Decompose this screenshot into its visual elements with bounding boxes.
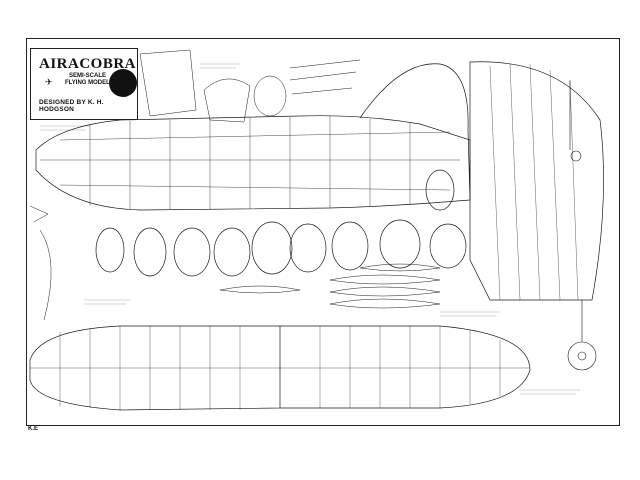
propeller-detail (29, 205, 52, 321)
black-roundel-icon (109, 69, 137, 97)
designer-credit: DESIGNED BY K. H. HODGSON (39, 99, 104, 113)
tailplane-ribs (489, 63, 579, 301)
former-templates (95, 169, 467, 277)
tailplane-plan (469, 61, 604, 301)
aircraft-silhouette-icon: ✈ (45, 77, 53, 87)
wing-plan-right (280, 325, 531, 409)
sheet-corner-tag: K.E (28, 426, 39, 432)
wing-ribs (30, 326, 530, 410)
plan-subtitle-scale: SEMI-SCALE (69, 73, 107, 79)
fuselage-formers (89, 116, 411, 209)
annotation-lines (40, 63, 580, 395)
plan-title: AIRACOBRA (39, 56, 137, 72)
fuselage-side-view (35, 115, 471, 211)
title-block: AIRACOBRA SEMI-SCALE FLYING MODEL ✈ DESI… (30, 48, 138, 120)
undercarriage-detail (567, 80, 597, 371)
plan-subtitle-model: FLYING MODEL (65, 80, 110, 86)
detail-parts (111, 49, 361, 123)
fin-rudder (359, 63, 471, 201)
rib-templates (219, 263, 441, 309)
